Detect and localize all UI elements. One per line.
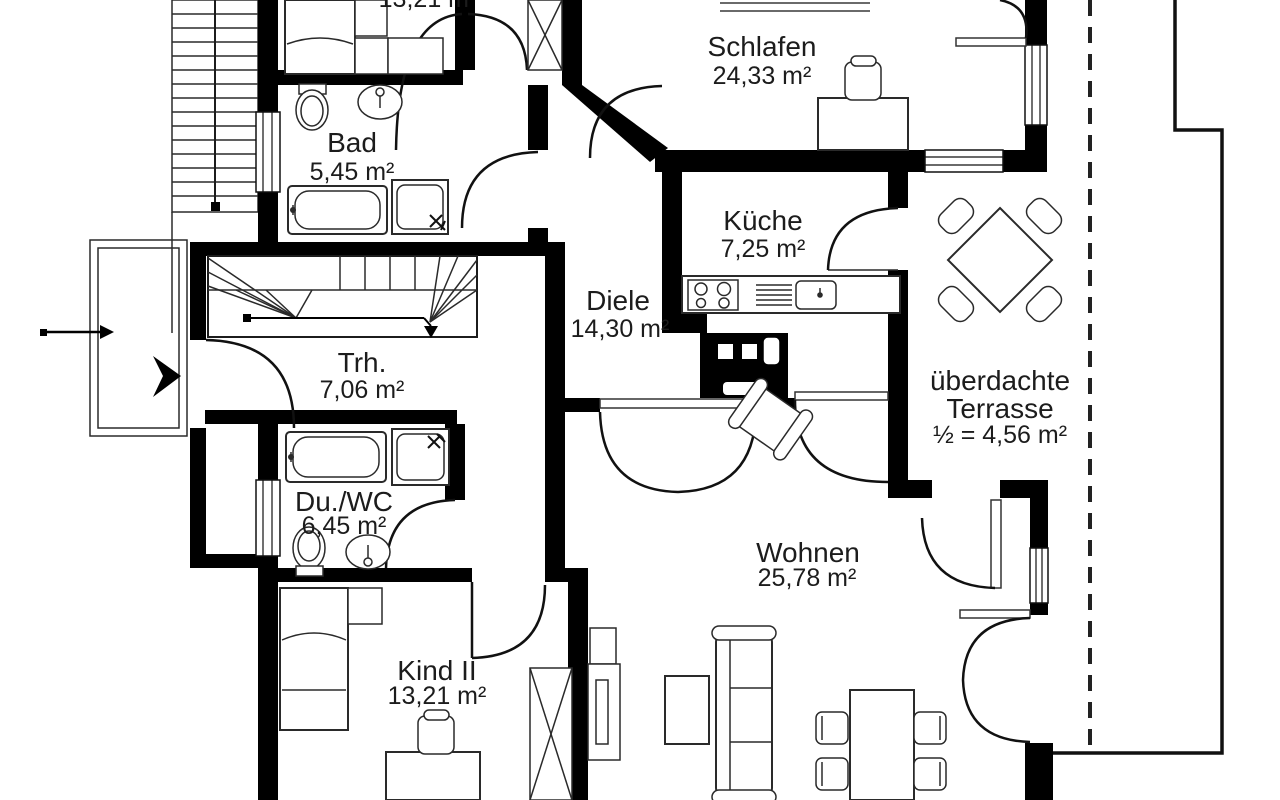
furniture-bad <box>287 83 449 235</box>
window-schlafen-south <box>924 149 1004 173</box>
furniture-kind2 <box>279 587 573 800</box>
door-bad <box>460 150 539 229</box>
sink-duwc <box>345 534 391 570</box>
entrance-direction-icon <box>153 356 181 397</box>
window-duwc-west <box>255 479 281 557</box>
window-wohnen-east <box>1029 547 1049 604</box>
room-label-wohnen: Wohnen <box>756 537 860 568</box>
stair-walkline-dot <box>211 202 220 211</box>
chair-kind2 <box>417 709 455 755</box>
furniture-terrasse <box>937 197 1063 323</box>
entry-arrow-icon <box>40 325 114 339</box>
terrace-chair <box>1025 285 1063 323</box>
window-schlafen-north <box>720 2 870 12</box>
dining-chair <box>815 711 849 745</box>
wardrobe-kind2 <box>529 667 573 800</box>
desk-kind2 <box>385 751 481 800</box>
bathtub-bad <box>287 185 388 235</box>
dining-set <box>815 689 947 800</box>
bed-kind2 <box>279 587 383 731</box>
outdoor-staircase <box>171 0 259 333</box>
room-label-trh: Trh. <box>338 347 387 378</box>
toilet-bad <box>295 83 329 131</box>
sideboard <box>587 627 621 761</box>
room-area-duwc: 6,45 m² <box>302 512 387 540</box>
kitchen-sink <box>756 280 837 310</box>
toilet-duwc <box>292 526 326 577</box>
dining-chair <box>913 711 947 745</box>
dining-table <box>849 689 915 800</box>
terrace-table <box>946 206 1054 314</box>
room-label-kind2: Kind II <box>397 655 476 686</box>
walls <box>190 0 1053 800</box>
bed-kind1 <box>284 0 356 75</box>
terrace-chair <box>1025 197 1063 235</box>
door-schlafen <box>588 84 663 159</box>
sofa <box>711 625 777 800</box>
room-area-terrasse: ½ = 4,56 m² <box>933 421 1067 449</box>
terrace-chair <box>937 197 975 235</box>
room-area-diele: 14,30 m² <box>571 315 670 343</box>
chair-schlafen <box>844 55 882 101</box>
sink-bad <box>357 84 403 120</box>
shower-head-icon <box>427 433 446 449</box>
room-label-terrasse-line1: überdachte <box>930 365 1070 396</box>
room-area-schlafen: 24,33 m² <box>713 62 812 90</box>
door-schlafen-terrace <box>955 0 1028 47</box>
interior-staircase <box>207 255 478 338</box>
furniture-wohnen <box>587 377 947 800</box>
coffee-table <box>664 675 710 745</box>
room-area-kind2: 13,21 m² <box>388 682 487 710</box>
room-label-terrasse-line2: Terrasse <box>946 393 1053 424</box>
roof-outline <box>1048 0 1224 755</box>
door-kueche-terrace <box>826 206 899 271</box>
stove <box>687 279 739 311</box>
room-area-trh: 7,06 m² <box>320 376 405 404</box>
furniture-kueche <box>681 275 901 314</box>
room-label-schlafen: Schlafen <box>708 31 817 62</box>
door-entry <box>205 338 296 429</box>
furniture-duwc <box>285 428 450 577</box>
nightstand-kind1-b <box>354 37 389 75</box>
room-area-wohnen: 25,78 m² <box>758 564 857 592</box>
room-labels: 13,21 m² Bad 5,45 m² Schlafen 24,33 m² K… <box>295 0 1070 710</box>
door-wohnen-terrace-east-corner <box>920 499 1002 590</box>
shower-duwc <box>391 428 450 486</box>
stair-walking-line <box>243 314 438 338</box>
furniture-schlafen <box>817 55 909 151</box>
wardrobe-top-corridor <box>527 0 563 71</box>
door-french-wohnen-east <box>959 609 1031 744</box>
dining-chair <box>815 757 849 791</box>
door-kind1-right-arc <box>467 12 529 71</box>
stair-down-arrow-icon <box>424 326 438 338</box>
room-area-bad: 5,45 m² <box>310 158 395 186</box>
shower-drain-icon <box>429 214 446 231</box>
shower-bad <box>391 179 449 235</box>
terrace-chair <box>937 285 975 323</box>
bathtub-duwc <box>285 431 387 483</box>
nightstand-kind2 <box>347 587 383 625</box>
windows <box>255 2 1049 604</box>
entrance-porch <box>40 239 188 437</box>
dresser-kind1 <box>387 37 444 75</box>
chimney-details <box>718 336 781 395</box>
room-label-bad: Bad <box>327 127 377 158</box>
desk-schlafen <box>817 97 909 151</box>
dining-chair <box>913 757 947 791</box>
furniture-kind1 <box>284 0 563 75</box>
room-label-diele: Diele <box>586 285 650 316</box>
nightstand-kind1-a <box>354 0 388 37</box>
door-kind2 <box>470 582 547 660</box>
armchair <box>727 377 814 461</box>
window-bad-west <box>255 111 281 193</box>
room-label-kind1-partial: 13,21 m² <box>379 0 478 13</box>
window-schlafen-east <box>1024 44 1048 126</box>
room-label-duwc: Du./WC <box>295 486 393 517</box>
room-area-kueche: 7,25 m² <box>721 235 806 263</box>
room-label-kueche: Küche <box>723 205 802 236</box>
